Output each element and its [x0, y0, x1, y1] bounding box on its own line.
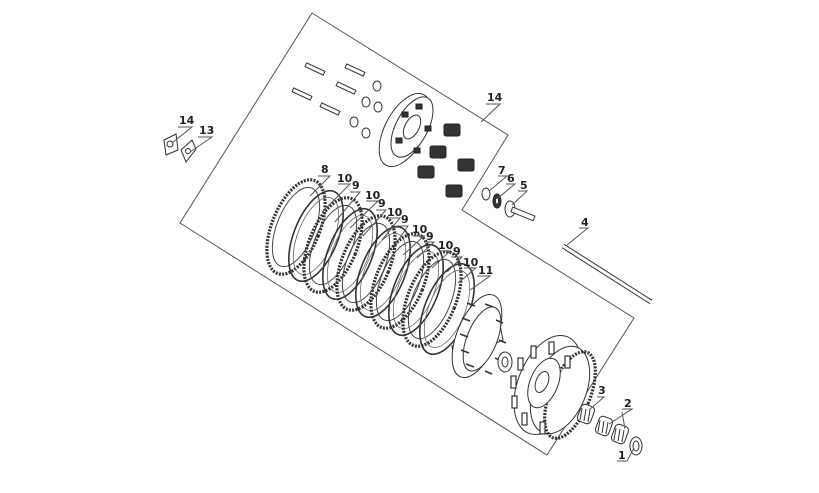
needle-bearing-2	[594, 415, 630, 445]
callout-1: 1	[618, 449, 626, 462]
callout-10: 10	[438, 239, 454, 252]
callout-labels: 14 14 13 8 10 9 10 9 10 9 10 9 10 9 10 1…	[179, 91, 632, 462]
callout-10: 10	[337, 172, 353, 185]
lock-tab-14	[163, 133, 179, 156]
callout-7: 7	[498, 164, 506, 177]
pushrod-4	[561, 243, 653, 305]
assembly-outline	[179, 12, 635, 456]
callout-2: 2	[624, 397, 632, 410]
pressure-plate	[378, 92, 434, 168]
pushrod-piece-5	[504, 200, 536, 222]
callout-10: 10	[463, 256, 479, 269]
callout-9: 9	[426, 230, 434, 243]
callout-12: 14	[487, 91, 503, 104]
callout-10: 10	[365, 189, 381, 202]
clutch-basket	[510, 334, 597, 440]
clutch-springs	[417, 123, 475, 198]
lock-tab-13	[180, 139, 197, 163]
callout-9: 9	[352, 179, 360, 192]
washer	[349, 80, 383, 139]
ring-7	[481, 187, 491, 201]
bolt-group	[291, 62, 383, 139]
callout-10: 10	[412, 223, 428, 236]
callout-3: 3	[598, 384, 606, 397]
clutch-hub	[451, 294, 507, 378]
callout-11: 11	[478, 264, 493, 277]
callout-5: 5	[520, 179, 528, 192]
callout-9: 9	[453, 245, 461, 258]
callout-9: 9	[378, 197, 386, 210]
callout-10: 10	[387, 206, 403, 219]
leader-lines	[171, 103, 635, 462]
callout-8: 8	[321, 163, 329, 176]
callout-9: 9	[401, 213, 409, 226]
callout-14: 14	[179, 114, 195, 127]
callout-4: 4	[581, 216, 589, 229]
pushrod-parts	[481, 187, 536, 222]
bolt	[291, 62, 366, 116]
callout-13: 13	[199, 124, 214, 137]
callout-6: 6	[507, 172, 515, 185]
